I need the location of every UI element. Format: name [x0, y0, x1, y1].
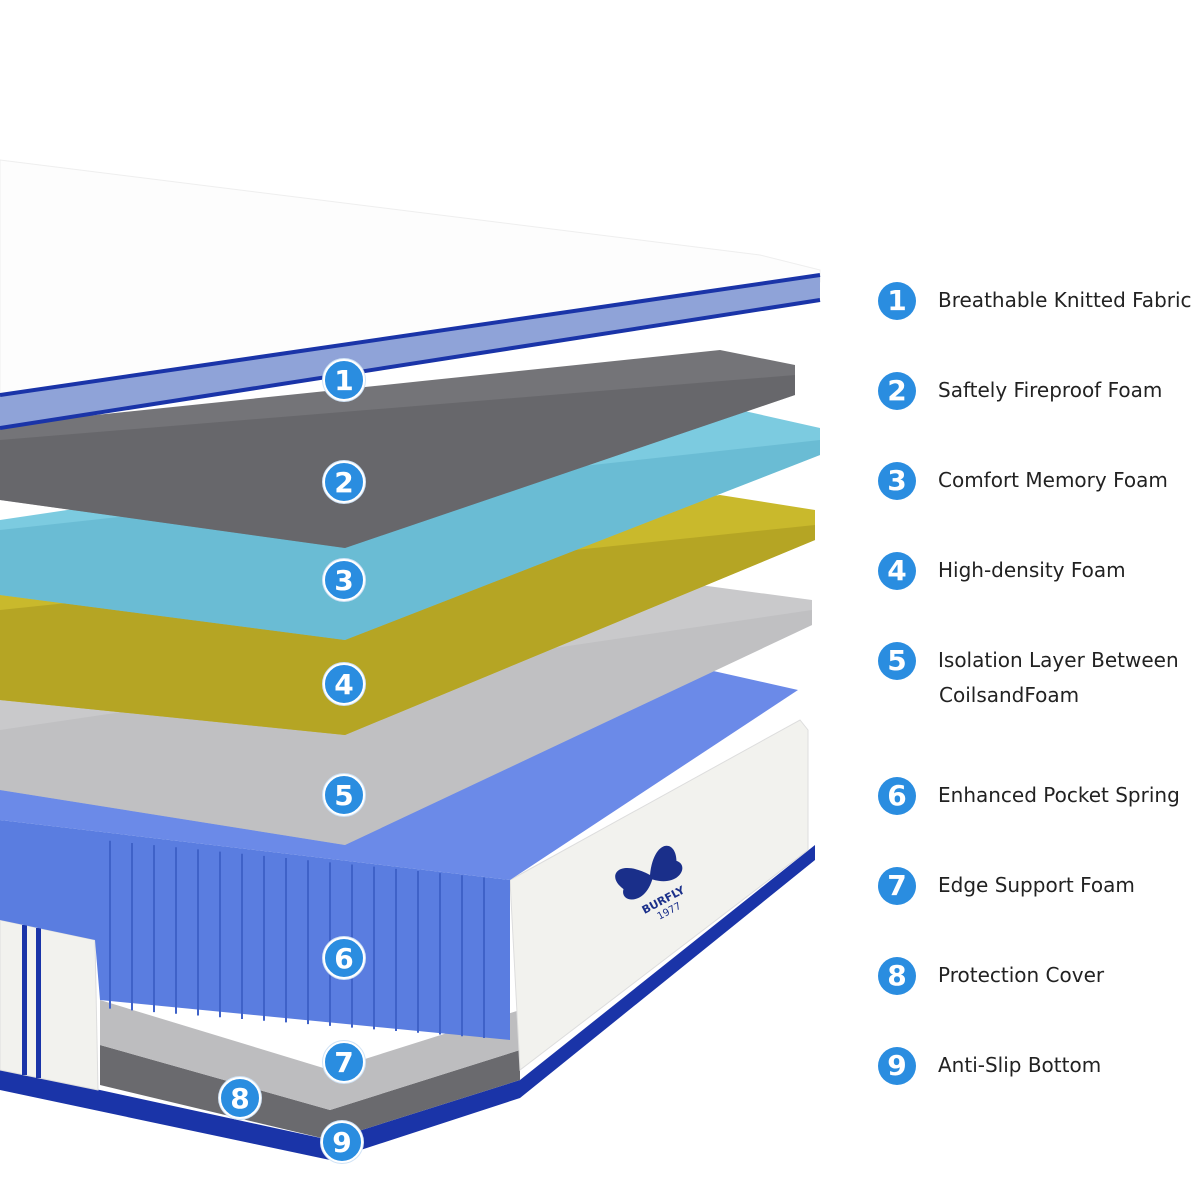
callout-badge-4: 4 — [323, 663, 365, 705]
knitted-fabric-band — [0, 275, 820, 428]
fireproof-foam-face — [0, 375, 795, 548]
callout-badge-2: 2 — [323, 461, 365, 503]
pocket-spring-front — [0, 820, 510, 1040]
callout-badge-1: 1 — [323, 359, 365, 401]
legend-item-9: 9 Anti-Slip Bottom — [878, 1043, 1101, 1088]
callout-badge-5: 5 — [323, 774, 365, 816]
callout-badge-3: 3 — [323, 559, 365, 601]
legend-badge: 6 — [878, 776, 916, 815]
edge-support-foam-layer — [100, 1000, 520, 1110]
legend-label: Saftely Fireproof Foam — [938, 378, 1163, 402]
legend-label-line2: CoilsandFoam — [939, 683, 1080, 707]
legend-label: Breathable Knitted Fabric — [938, 288, 1192, 312]
legend-label: Anti-Slip Bottom — [938, 1053, 1102, 1077]
legend-item-2: 2 Saftely Fireproof Foam — [878, 368, 1162, 413]
legend-label: Comfort Memory Foam — [938, 468, 1168, 492]
isolation-layer-face — [0, 610, 812, 845]
legend-badge: 4 — [878, 551, 916, 590]
fabric-piping — [0, 273, 821, 397]
legend-item-6: 6 Enhanced Pocket Spring — [878, 773, 1180, 818]
callout-badge-7: 7 — [323, 1041, 365, 1083]
legend-label: Enhanced Pocket Spring — [938, 783, 1180, 807]
legend-label: Protection Cover — [938, 963, 1105, 987]
callout-badge-8: 8 — [219, 1077, 261, 1119]
high-density-foam-face — [0, 525, 815, 735]
legend-badge: 1 — [878, 281, 916, 320]
edge-panel-left — [0, 919, 99, 1091]
edge-stripe — [36, 928, 41, 1078]
legend-label: High-density Foam — [938, 558, 1126, 582]
legend-badge: 2 — [878, 371, 916, 410]
memory-foam-face — [0, 440, 820, 640]
legend-item-4: 4 High-density Foam — [878, 548, 1126, 593]
legend-badge: 7 — [878, 866, 916, 905]
legend-label: Isolation Layer Between — [938, 648, 1179, 672]
legend-badge: 8 — [878, 956, 916, 995]
callout-badge-6: 6 — [323, 937, 365, 979]
legend-item-3: 3 Comfort Memory Foam — [878, 458, 1168, 503]
legend-badge: 5 — [878, 641, 916, 680]
callout-badge-9: 9 — [321, 1121, 363, 1163]
legend-badge: 3 — [878, 461, 916, 500]
fabric-piping — [0, 298, 821, 430]
legend-item-7: 7 Edge Support Foam — [878, 863, 1135, 908]
edge-panel-right — [509, 719, 809, 1071]
protection-cover-layer — [100, 1045, 520, 1140]
legend-item-8: 8 Protection Cover — [878, 953, 1104, 998]
legend-label: Edge Support Foam — [938, 873, 1135, 897]
legend-badge: 9 — [878, 1046, 916, 1085]
legend-item-1: 1 Breathable Knitted Fabric — [878, 278, 1192, 323]
edge-stripe — [22, 925, 27, 1075]
